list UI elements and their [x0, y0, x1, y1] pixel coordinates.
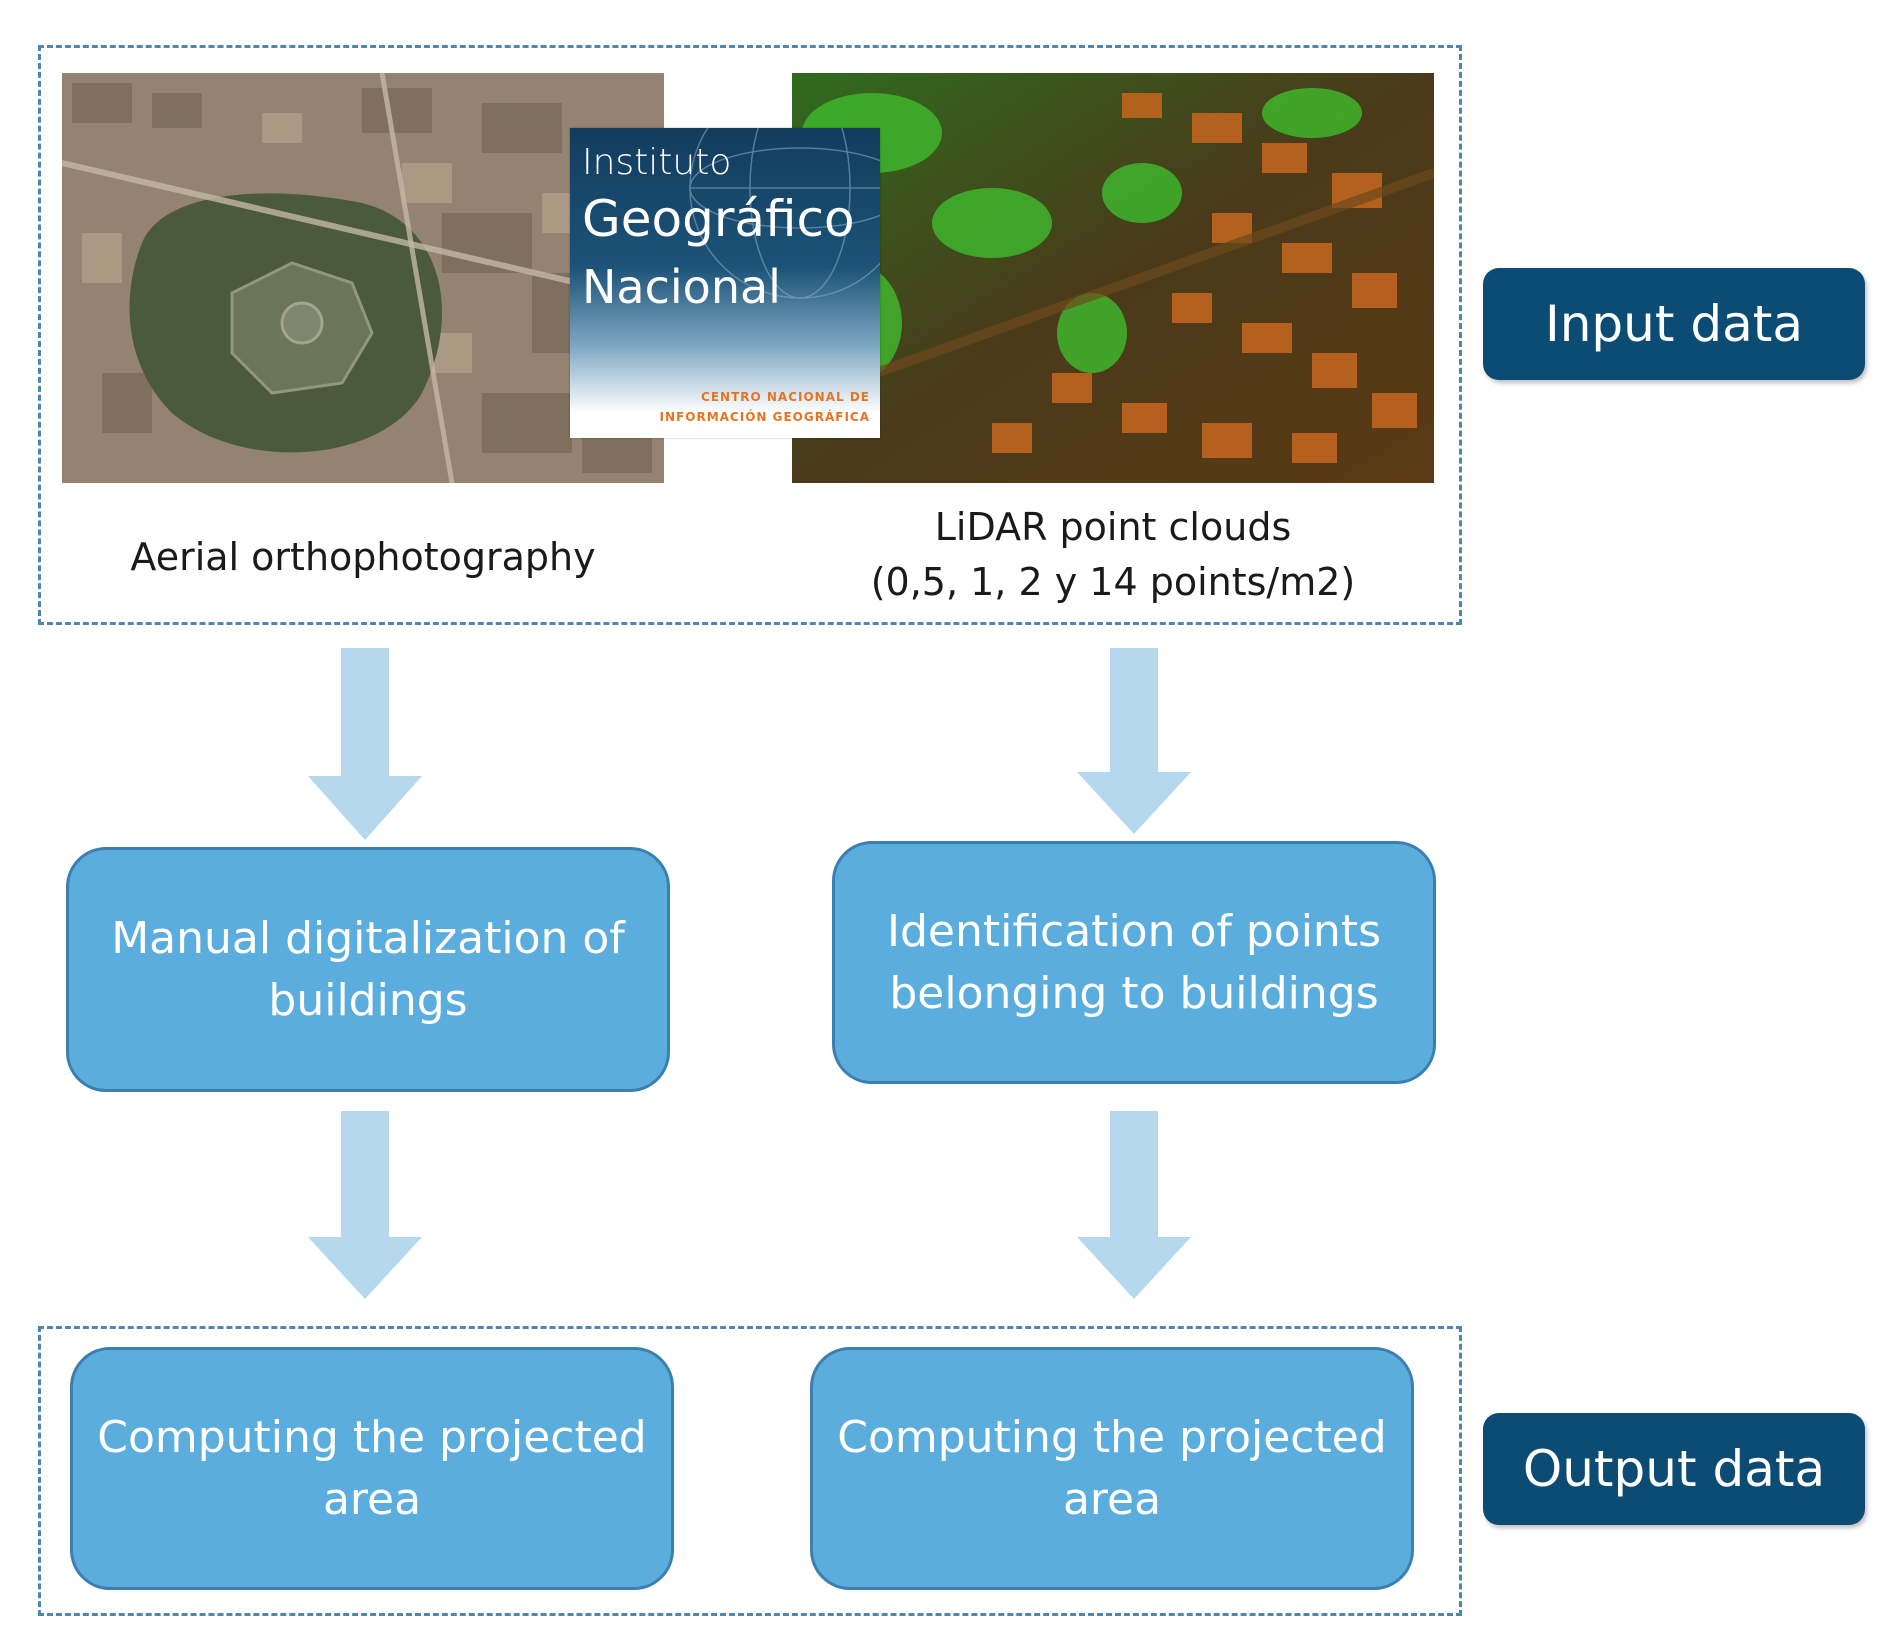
projected-area-left-line-2: area	[322, 1473, 422, 1525]
output-data-label: Output data	[1483, 1413, 1865, 1525]
lidar-point-cloud-image	[792, 73, 1434, 483]
point-identification-box: Identification of points belonging to bu…	[832, 841, 1436, 1084]
point-identification-line-1: Identification of points	[886, 905, 1381, 957]
manual-digitalization-box: Manual digitalization of buildings	[66, 847, 670, 1092]
logo-text-instituto: Instituto	[582, 142, 732, 183]
input-data-label: Input data	[1483, 268, 1865, 380]
arrow-down-icon	[1077, 1111, 1191, 1299]
aerial-orthophoto-image	[62, 73, 664, 483]
manual-digitalization-line-1: Manual digitalization of	[111, 912, 625, 964]
arrow-down-icon	[1077, 648, 1191, 834]
logo-text-geografico: Geográfico	[582, 190, 855, 248]
output-data-region	[38, 1326, 1462, 1616]
manual-digitalization-line-2: buildings	[268, 974, 468, 1026]
lidar-caption-title: LiDAR point clouds	[934, 505, 1292, 549]
input-data-region	[38, 45, 1462, 625]
ortho-caption: Aerial orthophotography	[130, 535, 596, 579]
projected-area-box-left: Computing the projected area	[70, 1347, 674, 1590]
arrow-down-icon	[308, 648, 422, 840]
projected-area-right-line-1: Computing the projected	[837, 1411, 1387, 1463]
logo-subtitle-2: Información Geográfica	[659, 410, 870, 424]
logo-subtitle-1: Centro Nacional de	[701, 390, 870, 404]
ign-logo: Instituto Geográfico Nacional Centro Nac…	[570, 128, 880, 438]
point-identification-line-2: belonging to buildings	[889, 967, 1379, 1019]
lidar-caption-density: (0,5, 1, 2 y 14 points/m2)	[870, 560, 1356, 604]
projected-area-box-right: Computing the projected area	[810, 1347, 1414, 1590]
logo-text-nacional: Nacional	[582, 260, 781, 314]
projected-area-left-line-1: Computing the projected	[97, 1411, 647, 1463]
projected-area-right-line-2: area	[1062, 1473, 1162, 1525]
arrow-down-icon	[308, 1111, 422, 1299]
